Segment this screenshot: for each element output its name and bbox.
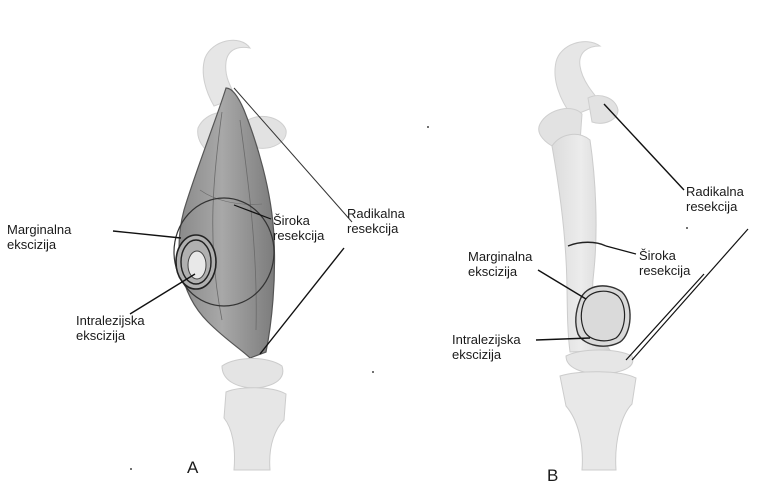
speck — [686, 227, 688, 229]
panel-a — [113, 40, 352, 470]
tibia-a — [224, 388, 286, 470]
leader-radical-top-b — [604, 104, 684, 190]
leader-wide-b — [606, 246, 636, 254]
knee-joint-b — [566, 350, 633, 374]
leader-wide-bottom-b — [626, 274, 704, 360]
speck — [130, 468, 132, 470]
label-radical-resection-a: Radikalna resekcija — [347, 206, 405, 236]
leader-intralesional-a — [130, 274, 195, 314]
trochanter-right-b — [588, 96, 618, 124]
bone-tumor-b — [576, 286, 630, 346]
panel-label-a: A — [187, 458, 198, 478]
label-marginal-excision-b: Marginalna ekscizija — [468, 249, 532, 279]
tibia-b — [560, 372, 636, 470]
label-radical-resection-b: Radikalna resekcija — [686, 184, 744, 214]
tumor-a — [188, 251, 206, 279]
speck — [372, 371, 374, 373]
label-wide-resection-a: Široka resekcija — [273, 213, 324, 243]
panel-label-b: B — [547, 466, 558, 486]
label-intralesional-excision-b: Intralezijska ekscizija — [452, 332, 521, 362]
speck — [427, 126, 429, 128]
leader-marginal-a — [113, 231, 181, 238]
label-wide-resection-b: Široka resekcija — [639, 248, 690, 278]
label-marginal-excision-a: Marginalna ekscizija — [7, 222, 71, 252]
label-intralesional-excision-a: Intralezijska ekscizija — [76, 313, 145, 343]
knee-joint-a — [222, 359, 283, 389]
